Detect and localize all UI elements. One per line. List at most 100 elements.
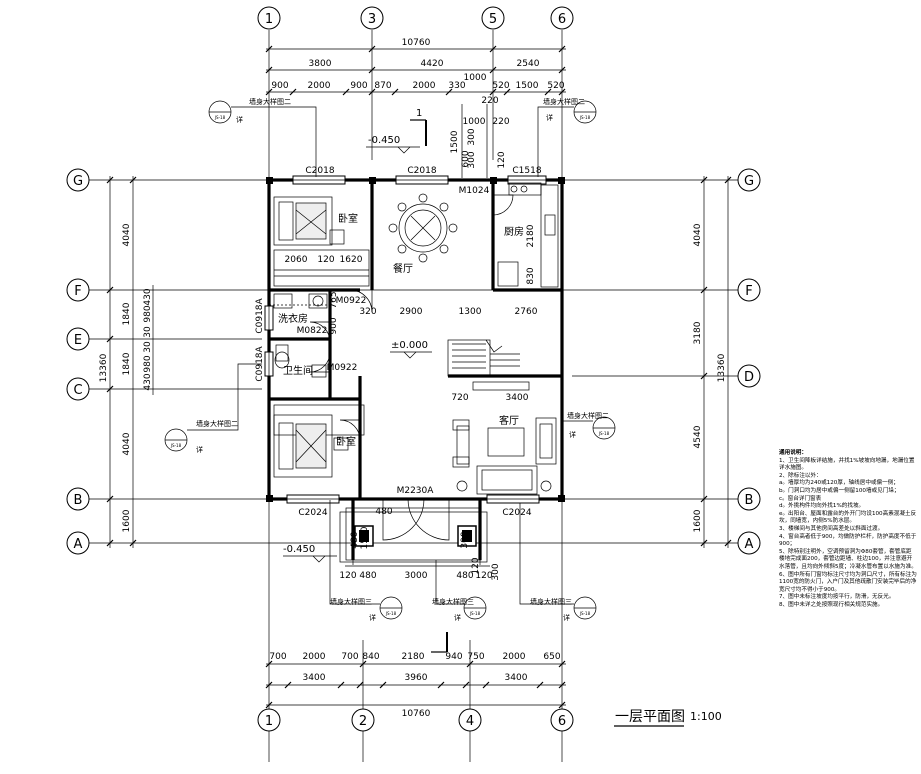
dim-porch-4: 120 xyxy=(475,571,492,581)
dim-porch-0: 120 xyxy=(339,571,356,581)
dim-porch-1: 480 xyxy=(359,571,376,581)
porch-columns xyxy=(266,177,565,547)
axis-bottom-4: 4 xyxy=(466,714,474,729)
dim-bottom-total: 10760 xyxy=(402,709,431,719)
label-c0918-b: C0918A xyxy=(255,345,265,381)
notes-item: a。墙厚均为240或120厚，轴线居中或偏一侧； xyxy=(779,480,899,487)
drawing-scale: 1:100 xyxy=(690,710,722,723)
dim-left-total: 13360 xyxy=(99,353,109,382)
dim-top-misc-4: 300 xyxy=(467,128,477,145)
elev-mid: ±0.000 xyxy=(391,340,428,351)
dim-top-r2-0: 900 xyxy=(271,81,288,91)
dim-top-misc-2: 1000 xyxy=(463,117,486,127)
dim-left-0: 4040 xyxy=(122,223,132,246)
dim-porch-v1: 300 xyxy=(460,531,470,548)
detail-references xyxy=(164,100,616,620)
dim-int-13: 480 xyxy=(375,507,392,517)
dim-top-misc-5: 1500 xyxy=(450,130,460,153)
axis-lines xyxy=(88,30,748,762)
label-m0922-b: M0922 xyxy=(327,363,358,373)
axis-right-g: G xyxy=(744,174,754,189)
dim-porch-v0: 1500 xyxy=(360,526,370,549)
axis-bubbles xyxy=(66,6,761,732)
dim-bottom-r1-1: 3960 xyxy=(405,673,428,683)
dim-top-misc-7: 300 xyxy=(467,151,477,168)
notes-item: c。窗台详门窗表 xyxy=(779,495,822,502)
bath-fixtures xyxy=(269,293,330,378)
notes-item: 3、楼梯间与其他房间高差处以斜面过渡。 xyxy=(779,525,884,532)
notes-item: 6、图中所有门窗均标注尺寸均为洞口尺寸，所有标注为1100宽的防火门，入户门及其… xyxy=(779,571,917,593)
dining-table xyxy=(388,193,458,263)
dim-porch-v3: 120 xyxy=(471,557,481,574)
label-c2024-a: C2024 xyxy=(298,508,327,518)
dim-top-misc-8: 120 xyxy=(497,151,507,168)
dim-left-s5: 430 xyxy=(143,373,153,390)
dim-top-misc-1: 220 xyxy=(481,96,498,106)
label-c2024-b: C2024 xyxy=(502,508,531,518)
dim-bottom-r1-2: 3400 xyxy=(505,673,528,683)
axis-right-f: F xyxy=(745,284,752,299)
detail-label-tr: 墙身大样图二 xyxy=(543,97,585,106)
axis-top-5: 5 xyxy=(489,12,497,27)
detail-ref-b1: 详 xyxy=(369,613,376,622)
dim-left-3: 4040 xyxy=(122,432,132,455)
room-laundry: 洗衣房 xyxy=(278,312,308,325)
dim-int-9: 2180 xyxy=(526,224,536,247)
dim-int-0: 2060 xyxy=(285,255,308,265)
notes-title: 通用说明： xyxy=(779,450,807,456)
general-notes: 通用说明： 1、卫生间降板详结施，并找1%坡坡向地漏，地漏位置详水施图。 2、除… xyxy=(779,450,917,609)
axis-bottom-1: 1 xyxy=(265,714,273,729)
room-bathroom: 卫生间 xyxy=(283,364,313,377)
detail-ref-tr: 详 xyxy=(546,113,553,122)
label-m0922-a: M0922 xyxy=(336,296,367,306)
dim-bottom-r2-4: 2180 xyxy=(402,652,425,662)
dim-porch-5: 300 xyxy=(491,563,501,580)
elevation-marks xyxy=(283,146,432,563)
dim-right-0: 4040 xyxy=(693,223,703,246)
dim-top-r2-7: 1500 xyxy=(516,81,539,91)
dim-bottom-r2-8: 650 xyxy=(543,652,560,662)
dim-left-s3: 30 xyxy=(143,341,153,353)
detail-ref-b2: 详 xyxy=(454,613,461,622)
label-c1518: C1518 xyxy=(512,166,541,176)
notes-item: b。门洞口均为居中或偏一侧留100墙或见门垛； xyxy=(779,487,900,494)
dim-right-2: 4540 xyxy=(693,425,703,448)
dim-left-s2: 30 xyxy=(143,326,153,338)
dimension-ticks xyxy=(106,45,732,709)
dim-top-r2-5: 330 xyxy=(448,81,465,91)
porch-steps xyxy=(339,507,488,563)
dim-porch-2: 3000 xyxy=(405,571,428,581)
label-c0918-a: C0918A xyxy=(255,297,265,333)
detail-label-tl: 墙身大样图二 xyxy=(249,97,291,106)
dim-left-s1: 980 xyxy=(143,305,153,322)
axis-left-g: G xyxy=(73,174,83,189)
axis-left-a: A xyxy=(74,537,83,552)
dimension-lines xyxy=(109,48,729,706)
dim-top-r2-3: 870 xyxy=(374,81,391,91)
axis-left-c: C xyxy=(73,383,82,398)
axis-top-6: 6 xyxy=(558,12,566,27)
dim-int-11: 765 xyxy=(329,291,339,308)
dim-left-2: 1840 xyxy=(122,352,132,375)
dim-left-1: 1840 xyxy=(122,302,132,325)
dim-int-12: 900 xyxy=(329,317,339,334)
living-furniture xyxy=(452,381,557,495)
notes-item: 7、图中未标注坡度均按平行，防滑，无反光。 xyxy=(779,594,895,601)
dim-top-r1-2: 2540 xyxy=(517,59,540,69)
detail-ref-l: 详 xyxy=(196,445,203,454)
dim-top-r2-1: 2000 xyxy=(308,81,331,91)
doors xyxy=(309,194,514,541)
detail-ref-b3: 详 xyxy=(563,613,570,622)
room-dining: 餐厅 xyxy=(393,262,413,275)
dim-right-total: 13360 xyxy=(717,353,727,382)
dim-bottom-r2-3: 840 xyxy=(362,652,379,662)
dim-top-r1-0: 3800 xyxy=(309,59,332,69)
room-kitchen: 厨房 xyxy=(504,225,524,238)
axis-left-b: B xyxy=(74,493,83,508)
axis-top-3: 3 xyxy=(368,12,376,27)
label-c2018-a: C2018 xyxy=(305,166,334,176)
dim-top-misc-6: 600 xyxy=(461,150,471,167)
detail-code-tl: JS-18 xyxy=(214,115,226,120)
detail-label-r: 墙身大样图二 xyxy=(567,411,609,420)
